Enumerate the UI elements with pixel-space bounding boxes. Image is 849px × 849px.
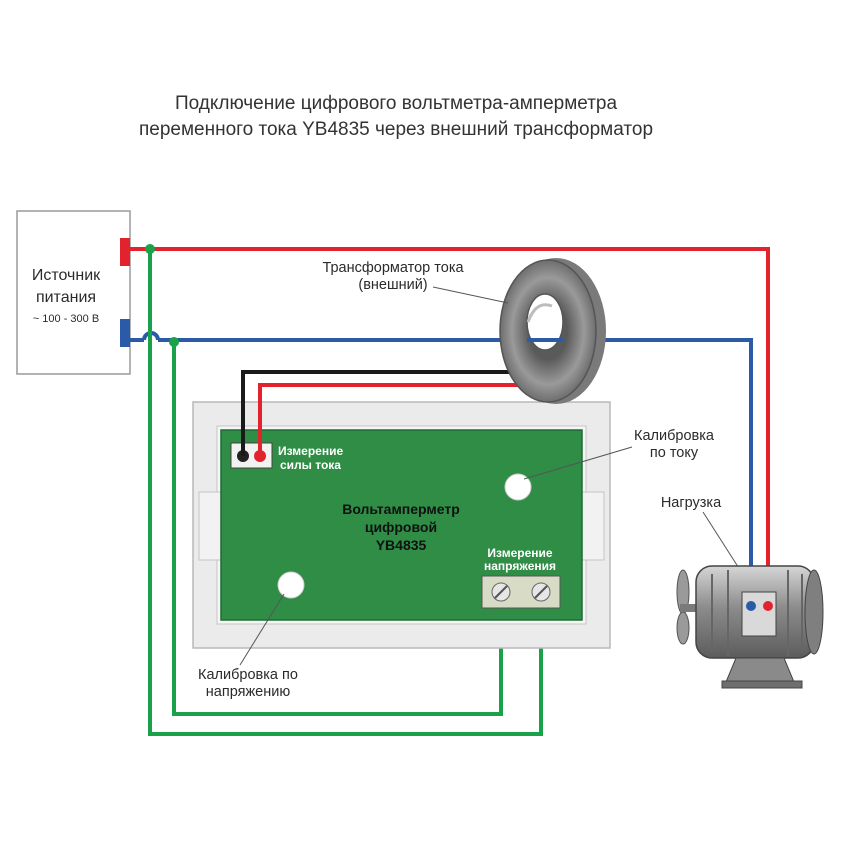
source-terminal-blue: [120, 319, 130, 347]
calibration-voltage-pointer: [239, 593, 285, 666]
meter-name-3: YB4835: [376, 537, 427, 553]
calibration-current-label-2: по току: [650, 445, 699, 461]
wire-green-inner: [172, 342, 503, 716]
motor-terminal-box: [741, 591, 777, 637]
wire-red-supply: [130, 247, 770, 606]
source-label-2: питания: [36, 289, 96, 306]
junction-green-red: [145, 244, 155, 254]
motor-icon: [676, 565, 824, 689]
calibration-voltage-label-1: Калибровка по: [198, 667, 298, 683]
power-source: Источник питания ~ 100 - 300 В: [16, 210, 131, 375]
load-pointer: [702, 511, 743, 574]
junction-green-blue: [169, 337, 179, 347]
meter-name-2: цифровой: [365, 519, 437, 535]
current-measure-label-1: Измерение: [278, 444, 343, 458]
wire-green-outer: [148, 249, 543, 736]
voltage-measure-label-1: Измерение: [487, 546, 552, 560]
transformer-label-1: Трансформатор тока: [322, 260, 464, 276]
current-measure-label-2: силы тока: [280, 458, 341, 472]
title-line-2: переменного тока YB4835 через внешний тр…: [139, 119, 653, 140]
calibration-voltage-label-2: напряжению: [206, 684, 291, 700]
current-transformer: [499, 258, 606, 404]
source-label-1: Источник: [32, 267, 101, 284]
load-label: Нагрузка: [661, 495, 722, 511]
meter-board: Измерение силы тока Вольтамперметр цифро…: [220, 429, 583, 621]
motor-terminal-red: [763, 601, 773, 611]
wire-blue-main: [158, 338, 753, 606]
transformer-pointer: [432, 286, 509, 304]
transformer-label-2: (внешний): [358, 277, 427, 293]
calibration-current-pointer: [523, 446, 633, 480]
wire-black-ct: [241, 370, 528, 456]
wire-red-ct: [258, 383, 528, 456]
motor-terminal-blue: [746, 601, 756, 611]
calibration-current-label-1: Калибровка: [634, 428, 715, 444]
calibration-voltage-pot[interactable]: [277, 571, 305, 599]
source-terminal-red: [120, 238, 130, 266]
voltage-measure-label-2: напряжения: [484, 559, 556, 573]
source-voltage-range: ~ 100 - 300 В: [33, 313, 99, 325]
title-line-1: Подключение цифрового вольтметра-амперме…: [175, 93, 618, 114]
meter-name-1: Вольтамперметр: [342, 501, 460, 517]
calibration-current-pot[interactable]: [504, 473, 532, 501]
